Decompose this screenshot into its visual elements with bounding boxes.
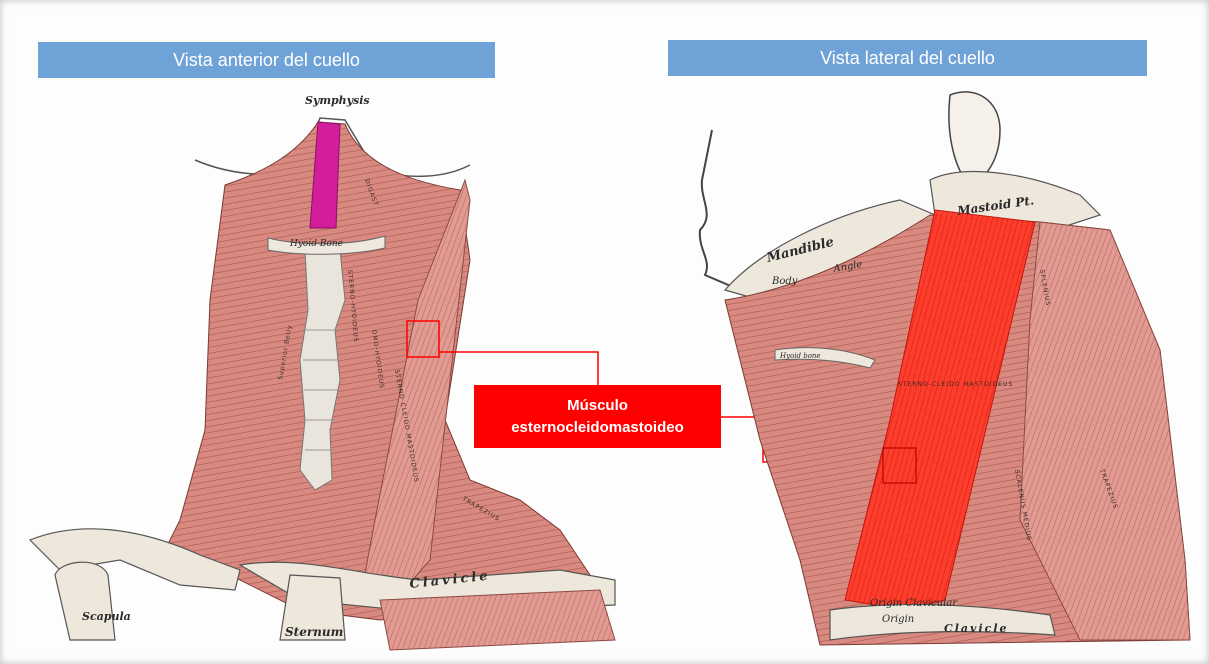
label-symphysis: Symphysis — [305, 94, 370, 107]
callout-line-2: esternocleidomastoideo — [511, 417, 684, 439]
label-body: Body — [771, 276, 798, 287]
label-hyoid-lateral: Hyoid bone — [779, 352, 821, 360]
pectoral-muscle — [380, 590, 615, 650]
label-scm-lateral: STERNO-CLEIDO MASTOIDEUS — [898, 381, 1013, 388]
lateral-neck-drawing: Mastoid Pt. Mandible Body Angle Hyoid bo… — [700, 92, 1190, 645]
connector-anterior — [439, 352, 598, 385]
callout-box: Músculo esternocleidomastoideo — [474, 385, 721, 448]
label-sternum: Sternum — [285, 625, 343, 639]
label-scapula: Scapula — [82, 610, 131, 623]
anterior-neck-drawing: Symphysis Hyoid Bone Scapula Sternum Cla… — [30, 94, 615, 650]
label-hyoid-bone: Hyoid Bone — [289, 239, 343, 249]
label-clavicle-lateral: Clavicle — [944, 622, 1009, 635]
label-origin-clavicular: Origin Clavicular — [870, 598, 958, 609]
face-outline — [700, 130, 740, 290]
label-origin: Origin — [882, 614, 914, 625]
callout-line-1: Músculo — [567, 395, 628, 417]
